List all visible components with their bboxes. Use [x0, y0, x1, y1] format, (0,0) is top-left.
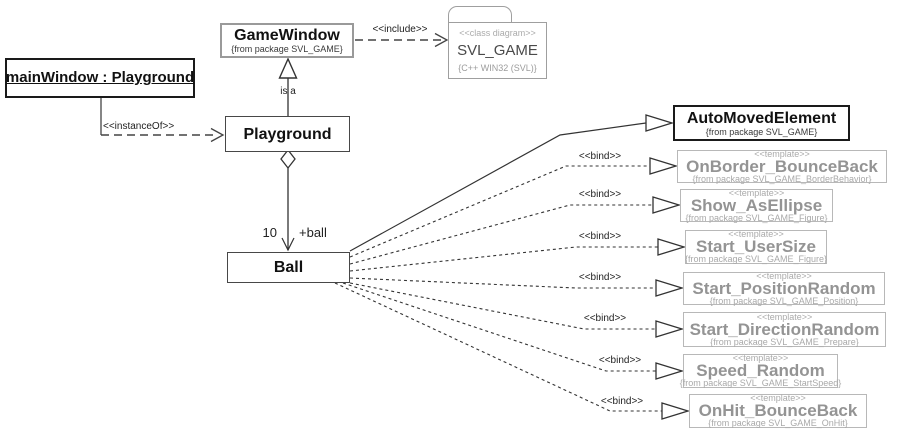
bind-label-position: <<bind>> [578, 272, 622, 283]
class-title: Ball [273, 259, 304, 276]
class-from-package: {from package SVL_GAME} [705, 126, 818, 137]
hollow-triangle-arrowhead [655, 320, 685, 338]
bind-label-onborder: <<bind>> [578, 151, 622, 162]
class-from-package: {from package SVL_GAME} [231, 44, 343, 54]
package-note: {C++ WIN32 (SVL)} [458, 62, 537, 73]
template-stereotype: <<template>> [728, 187, 785, 198]
template-stereotype: <<template>> [732, 353, 789, 363]
node-package-svl-game: <<class diagram>> SVL_GAME {C++ WIN32 (S… [448, 22, 547, 79]
bind-edge-speed-random [342, 282, 685, 380]
package-tab [448, 6, 512, 26]
template-stereotype: <<template>> [750, 393, 806, 403]
node-start-usersize: <<template>> Start_UserSize {from packag… [685, 230, 827, 264]
include-open-arrowhead [434, 32, 449, 48]
hollow-triangle-arrowhead [278, 57, 298, 79]
class-title: AutoMovedElement [686, 109, 837, 127]
multiplicity-label: 10 [262, 225, 277, 240]
hollow-triangle-arrowhead [652, 196, 682, 214]
package-title: SVL_GAME [457, 42, 538, 59]
hollow-triangle-arrowhead [655, 279, 685, 297]
hollow-triangle-arrowhead [657, 238, 687, 256]
bind-edge-show-asellipse [349, 196, 682, 265]
bind-edge-start-positionrandom [349, 277, 685, 297]
node-mainwindow-object: mainWindow : Playground [5, 58, 195, 98]
bind-edge-onborder-bounceback [349, 157, 679, 258]
template-title: Show_AsEllipse [690, 195, 823, 215]
aggregation-edge [280, 148, 296, 252]
node-show-asellipse: <<template>> Show_AsEllipse {from packag… [680, 187, 833, 223]
bind-label-onhit: <<bind>> [600, 396, 644, 407]
bind-label-usersize: <<bind>> [578, 231, 622, 242]
include-edge [355, 32, 449, 48]
node-speed-random: <<template>> Speed_Random {from package … [680, 353, 841, 388]
instanceof-label: <<instanceOf>> [103, 121, 175, 132]
instanceof-open-arrowhead [210, 127, 225, 143]
object-title: mainWindow : Playground [5, 69, 195, 86]
generalization-automovedelement-edge [349, 114, 675, 252]
class-title: Playground [243, 125, 332, 143]
node-gamewindow: GameWindow {from package SVL_GAME} [220, 23, 354, 58]
bind-edge-start-usersize [349, 238, 687, 272]
bind-label-speed: <<bind>> [598, 355, 642, 366]
hollow-triangle-arrowhead [649, 157, 679, 175]
template-stereotype: <<template>> [754, 148, 810, 159]
template-from-package: {from package SVL_GAME_Prepare} [710, 336, 859, 347]
node-onborder-bounceback: <<template>> OnBorder_BounceBack {from p… [677, 148, 887, 184]
template-from-package: {from package SVL_GAME_Figure} [684, 254, 828, 264]
template-title: OnBorder_BounceBack [686, 156, 878, 176]
template-from-package: {from package SVL_GAME_BorderBehavior} [692, 173, 872, 184]
node-start-positionrandom: <<template>> Start_PositionRandom {from … [683, 270, 885, 306]
bind-edge-onhit-bounceback [334, 282, 691, 420]
bind-label-direction: <<bind>> [583, 313, 627, 324]
role-label: +ball [299, 225, 327, 240]
template-from-package: {from package SVL_GAME_StartSpeed} [679, 378, 842, 388]
bind-label-show: <<bind>> [578, 189, 622, 200]
hollow-triangle-arrowhead [645, 114, 675, 132]
hollow-triangle-arrowhead [661, 402, 691, 420]
template-title: OnHit_BounceBack [698, 401, 858, 420]
node-onhit-bounceback: <<template>> OnHit_BounceBack {from pack… [689, 394, 867, 428]
association-open-arrowhead [281, 237, 295, 252]
template-title: Start_UserSize [695, 237, 816, 256]
template-from-package: {from package SVL_GAME_OnHit} [708, 418, 848, 428]
is-a-generalization-edge [278, 57, 298, 116]
template-title: Speed_Random [696, 361, 825, 380]
template-stereotype: <<template>> [756, 311, 813, 322]
template-title: Start_DirectionRandom [689, 319, 880, 339]
node-start-directionrandom: <<template>> Start_DirectionRandom {from… [683, 312, 886, 347]
template-from-package: {from package SVL_GAME_Position} [709, 295, 859, 306]
template-stereotype: <<template>> [756, 270, 812, 281]
class-title: GameWindow [234, 27, 340, 44]
template-from-package: {from package SVL_GAME_Figure} [685, 212, 828, 223]
node-ball: Ball [227, 252, 350, 283]
hollow-diamond [280, 148, 296, 170]
node-playground: Playground [225, 116, 350, 152]
template-title: Start_PositionRandom [692, 278, 876, 298]
template-stereotype: <<template>> [728, 229, 784, 239]
include-label: <<include>> [372, 24, 428, 35]
node-automovedelement: AutoMovedElement {from package SVL_GAME} [673, 105, 850, 141]
bind-edge-start-directionrandom [349, 282, 685, 338]
hollow-triangle-arrowhead [655, 362, 685, 380]
instanceof-edge [100, 98, 225, 143]
is-a-label: is a [280, 86, 296, 97]
package-stereotype: <<class diagram>> [459, 27, 536, 38]
